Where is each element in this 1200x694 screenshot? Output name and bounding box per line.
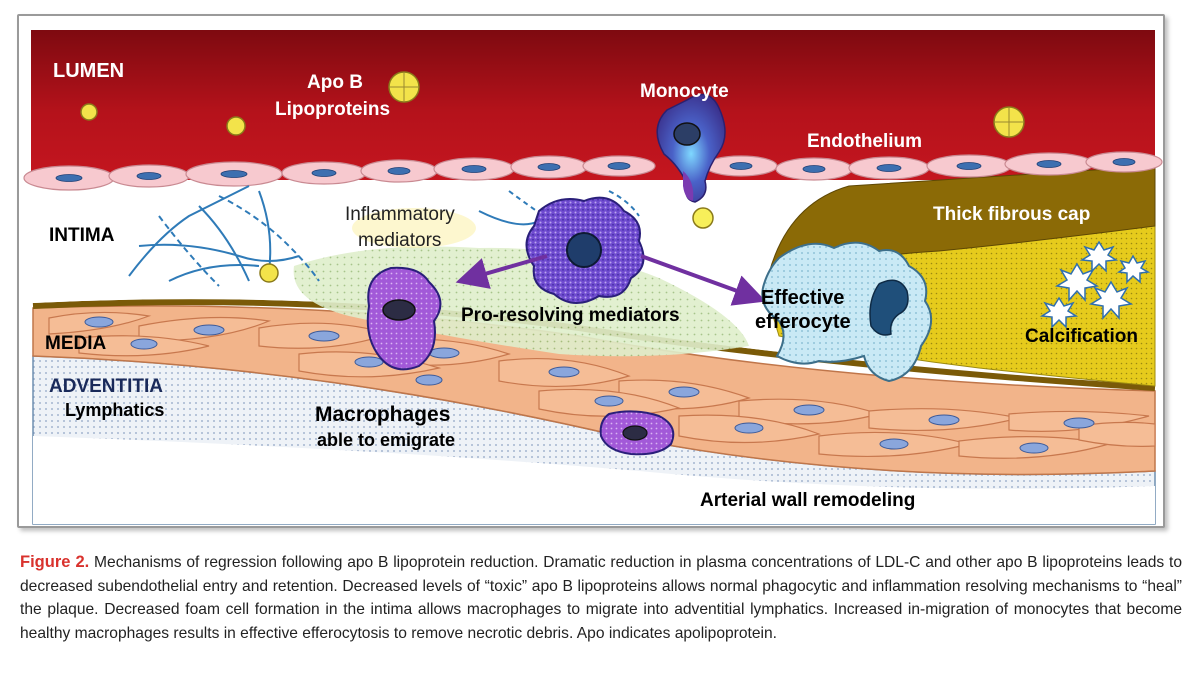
emigrating-macrophage — [366, 266, 442, 371]
efferocyte-label-line1: Effective — [761, 287, 844, 309]
remodeling-label: Arterial wall remodeling — [700, 490, 915, 511]
endothelial-nuclei — [55, 158, 1136, 182]
adventitia-label: ADVENTITIA — [49, 376, 163, 397]
artery-diagram: LUMEN Apo B Lipoproteins Monocyte Endoth… — [23, 30, 1163, 525]
apob-label-line2: Lipoproteins — [275, 99, 390, 120]
arrow-to-macrophage — [455, 254, 548, 289]
monocyte-cell — [656, 93, 726, 203]
lower-white-area — [33, 436, 1155, 524]
smc-nuclei — [84, 316, 1095, 454]
figure-caption: Figure 2. Mechanisms of regression follo… — [20, 551, 1182, 645]
efferocyte-label-line2: efferocyte — [755, 311, 851, 333]
caption-text: Mechanisms of regression following apo B… — [20, 554, 1182, 642]
fibrous-cap-label: Thick fibrous cap — [933, 204, 1090, 225]
arrow-to-efferocyte — [640, 254, 767, 306]
macrophages-label-line1: Macrophages — [315, 403, 450, 426]
diagram-frame: LUMEN Apo B Lipoproteins Monocyte Endoth… — [17, 14, 1165, 528]
apob-label-line1: Apo B — [307, 72, 363, 93]
adventitial-macrophage — [599, 410, 675, 456]
endothelium-label: Endothelium — [807, 131, 922, 152]
efferocyte-cell — [761, 241, 932, 383]
intima-label: INTIMA — [49, 225, 115, 246]
lumen-label: LUMEN — [53, 60, 124, 82]
media-label: MEDIA — [45, 333, 107, 354]
macrophages-label-line2: able to emigrate — [317, 430, 455, 450]
inflammatory-glow — [352, 208, 476, 248]
inflammatory-label-line2: mediators — [358, 230, 441, 251]
activated-macrophage — [525, 196, 645, 304]
figure-number: Figure 2. — [20, 553, 90, 571]
calcification-crystals — [1039, 240, 1151, 329]
calcification-label: Calcification — [1025, 326, 1138, 347]
monocyte-label: Monocyte — [640, 81, 729, 102]
lymphatics-label: Lymphatics — [65, 400, 164, 420]
lipoprotein-crosses — [389, 72, 1024, 137]
inflammatory-label-line1: Inflammatory — [345, 204, 455, 225]
pro-resolving-label: Pro-resolving mediators — [461, 305, 680, 326]
